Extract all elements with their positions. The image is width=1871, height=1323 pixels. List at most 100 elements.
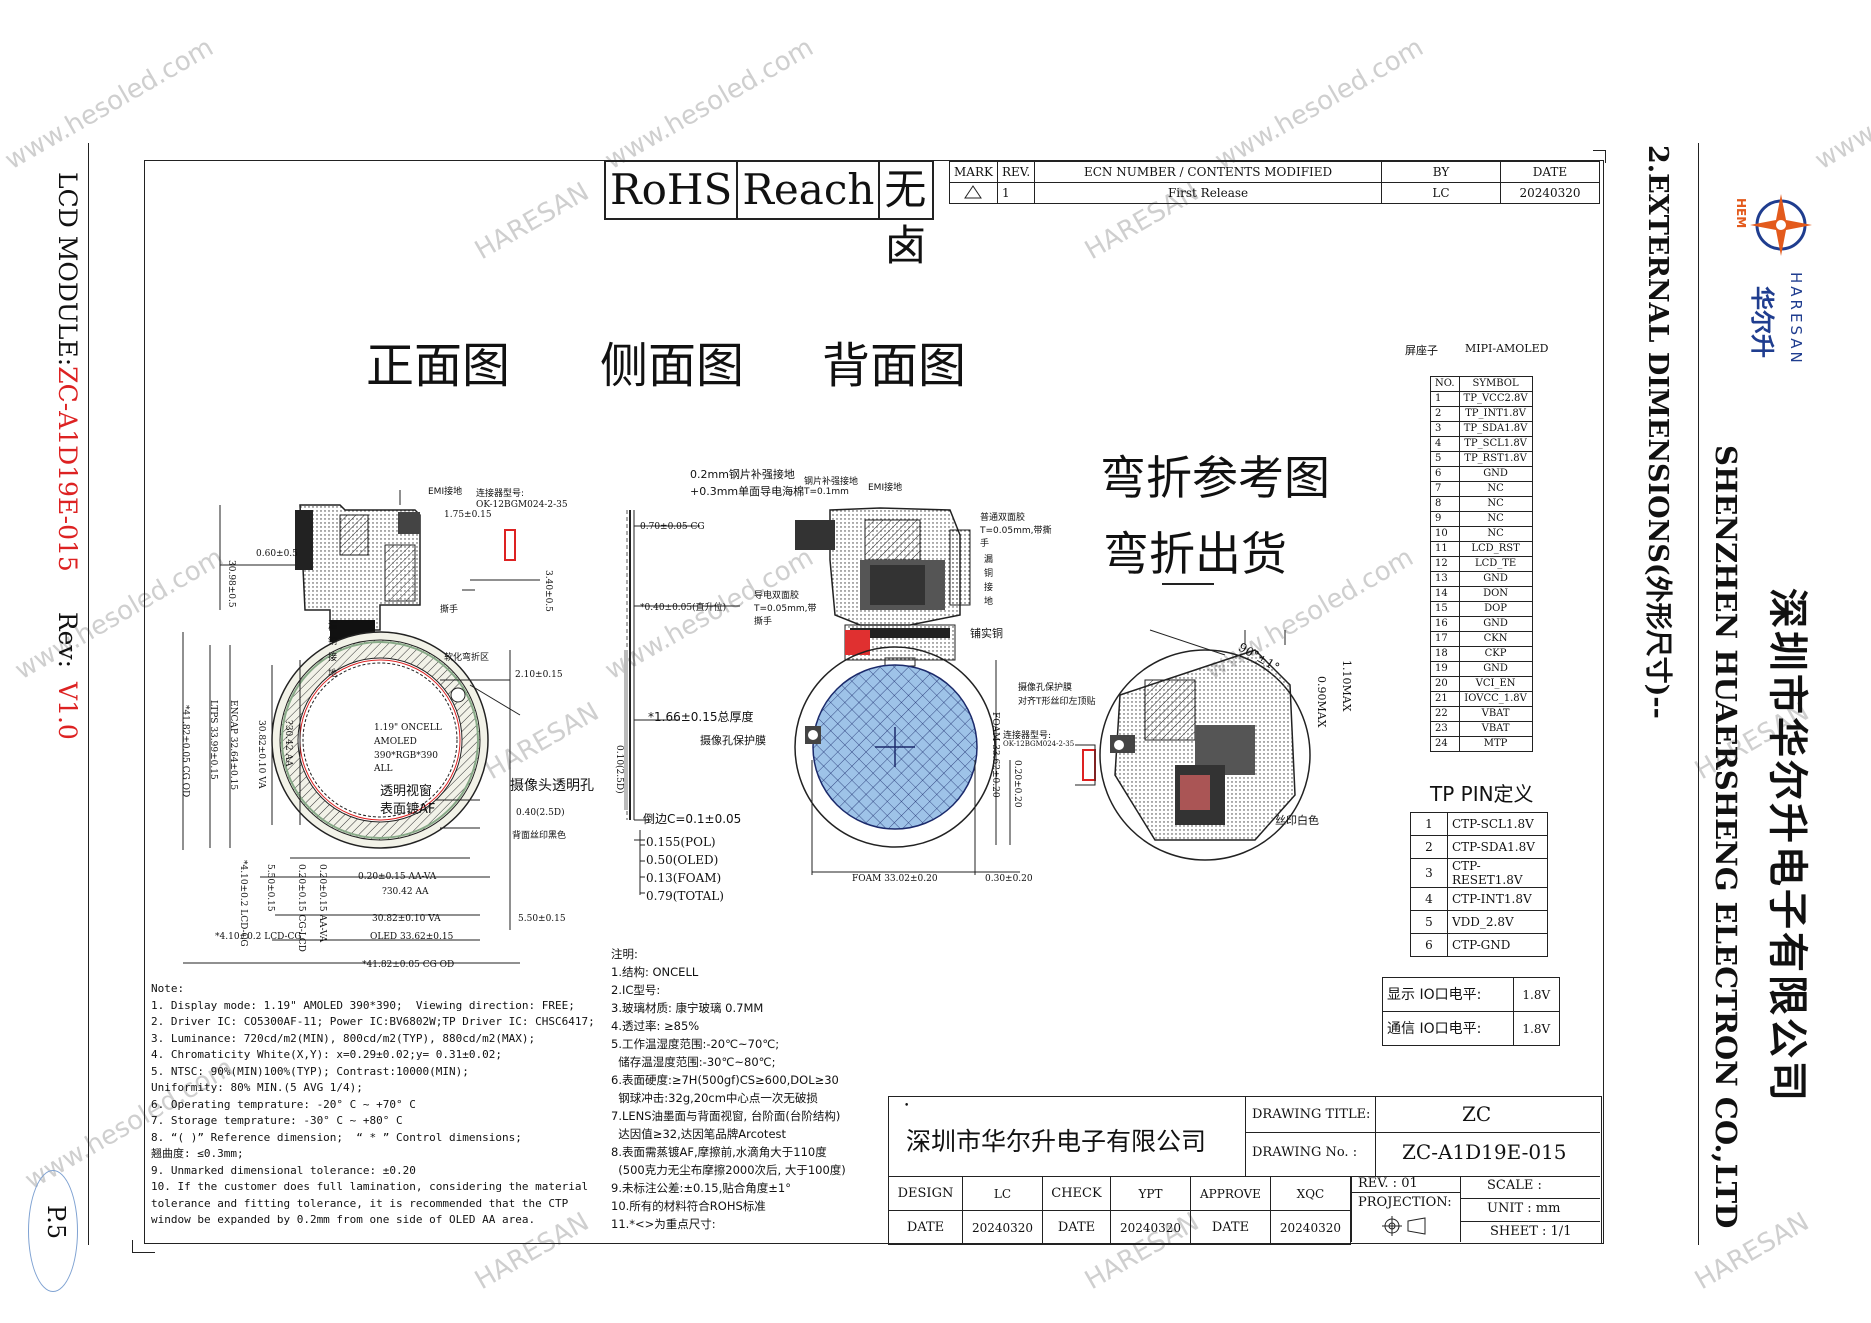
side-view-title: 侧面图 [600,338,745,394]
back-view-title: 背面图 [822,338,967,394]
side-stack-foam: 0.13(FOAM) [646,871,722,885]
note-cn-line: 11.*<>为重点尺寸: [611,1217,716,1231]
front-dim-550: 5.50±0.15 [265,864,275,912]
note-en-line: 3. Luminance: 720cd/m2(MIN), 800cd/m2(TY… [151,1031,536,1045]
notes-english: Note:1. Display mode: 1.19" AMOLED 390*3… [151,981,595,1229]
company-en: SHENZHEN HUAERSHENG ELECTRON CO.,LTD [1709,445,1743,1229]
front-dim-060: 0.60±0.5 [256,549,298,559]
back-dim-030: 0.30±0.20 [985,874,1033,884]
tb-projection-label: PROJECTION: [1358,1195,1452,1210]
note-en-line: 5. NTSC: 90%(MIN)100%(TYP); Contrast:100… [151,1064,469,1078]
watermark: www.hesoled.com [0,32,219,176]
tb-rev-label: REV. : [1358,1176,1398,1191]
back-dim-foam3302: FOAM 33.02±0.20 [852,874,938,884]
back-lou-label: 漏铜接地 [984,555,994,607]
logo-text-cn: 华尔升 [1748,286,1776,358]
compliance-box: RoHS Reach 无卤 [604,160,934,270]
front-dim-210: 2.10±0.15 [515,670,563,680]
bend-ship-title: 弯折出货 [1103,527,1287,581]
bend-silk-label: 丝印白色 [1275,814,1319,827]
tb-scale-label: SCALE : [1487,1178,1542,1193]
back-cond1-label: 导电双面胶 [754,591,800,601]
side-dim-070: 0.70±0.05 CG [640,522,705,532]
company-cn: 深圳市华尔升电子有限公司 [1764,588,1810,1104]
front-lou-label: 漏铜接地 [328,621,338,679]
side-chamfer: 倒边C=0.1±0.05 [643,812,742,826]
front-si-label: 撕手 [440,605,459,615]
module-label: LCD MODULE:ZC-A1D19E-015Rev:V1.0 [53,172,82,740]
front-emi-label: EMI接地 [428,487,463,497]
back-view-drawing [794,507,1020,875]
note-cn-line: 7.LENS油墨面与背面视窗, 台阶面(台阶结构) [611,1109,841,1123]
front-dim-3082va: 30.82±0.10 VA [372,914,441,924]
tb-drawing-title-label: DRAWING TITLE: [1252,1107,1371,1122]
note-en-line: 2. Driver IC: CO5300AF-11; Power IC:BV68… [151,1015,595,1028]
note-en-line: window be expanded by 0.2mm from one sid… [151,1213,536,1226]
front-dim-040: 0.40(2.5D) [516,808,565,818]
bend-dim-090: 0.90MAX [1315,676,1328,728]
front-dim-3098: 30.98±0.5 [226,560,236,608]
tb-drawing-no: ZC-A1D19E-015 [1402,1140,1567,1164]
rohs-label: RoHS [606,162,739,218]
tb-unit: UNIT : mm [1487,1201,1561,1216]
logo-mark: HEM [1734,198,1748,229]
front-dim-3042v: ?30.42 AA [283,720,293,767]
back-foam-label: +0.3mm单面导电海棉 [690,485,805,498]
page-number-oval [28,1170,78,1292]
note-en-line: Uniformity: 80% MIN.(5 AVG 1/4); [151,1081,363,1094]
front-dim-340: 3.40±0.5 [543,570,553,612]
note-en-line: 8. “( )” Reference dimension; “ * ” Cont… [151,1130,522,1144]
section-title: 2.EXTERNAL DIMENSIONS(外形尺寸)-- [1642,145,1673,719]
front-dim-aa-va: 0.20±0.15 AA-VA [358,872,437,882]
front-dim-3399: LTPS 33.99±0.15 [208,700,218,780]
tb-signoff: DESIGN LC CHECK YPT APPROVE XQC DATE 202… [888,1176,1352,1245]
window-label-1: 透明视窗 [380,784,433,799]
note-en-line: 4. Chromaticity White(X,Y): x=0.29±0.02;… [151,1048,502,1061]
side-dim-010: 0.10(2.5D) [614,745,624,794]
bend-ref-title: 弯折参考图 [1100,451,1330,505]
back-conn-label: 连接器型号: [1003,731,1052,741]
front-softbend-label: 软化弯折区 [444,653,490,663]
back-tape2-label: T=0.05mm,带撕手 [980,526,1052,549]
front-dim-3264: ENCAP 32.64±0.15 [228,700,238,791]
back-steel-label: 0.2mm钢片补强接地 [690,468,795,481]
front-dim-cgod: *41.82±0.05 CG OD [362,960,455,970]
note-en-line: 9. Unmarked dimensional tolerance: ±0.20 [151,1163,416,1177]
side-dim-040: *0.40±0.05(直升位) [640,603,727,613]
note-en-line: 6. Operating temprature: -20° C ~ +70° C [151,1097,416,1111]
side-view-drawing [624,510,740,895]
page-number: P.5 [42,1205,70,1240]
note-en-line: 1. Display mode: 1.19" AMOLED 390*390; V… [151,998,575,1012]
front-dim-410b: *4.10±0.2 LCD-CG [215,932,302,942]
back-cond2-label: T=0.05mm,带撕手 [754,604,817,627]
front-dim-175: 1.75±0.15 [444,510,492,520]
panel-spec-3: 390*RGB*390 [374,751,438,761]
bend-camfilm2: 对齐T形丝印左顶贴 [1018,697,1096,707]
note-cn-line: 达因值≥32,达因笔品牌Arcotest [611,1127,787,1141]
warning-triangle-icon [964,184,983,198]
tb-drawing-no-label: DRAWING No. : [1252,1145,1358,1160]
back-dim-020: 0.20±0.20 [1012,760,1022,808]
